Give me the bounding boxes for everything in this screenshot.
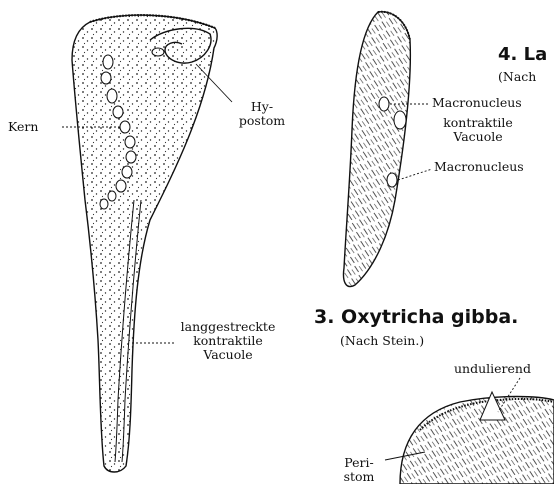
label-macronucleus-upper: Macronucleus [432,96,522,110]
label-macronucleus-lower: Macronucleus [434,160,524,174]
heading-oxytricha-gibba: 3. Oxytricha gibba. [314,306,518,328]
stentor-figure [62,15,232,472]
ciliate-figure-top [343,12,432,287]
label-peristom-line1: Peri- [336,456,382,470]
oxytricha-figure [385,378,554,484]
label-peristom: Peri- stom [336,456,382,484]
label-hypostom-line1: Hy- [232,100,292,114]
label-peristom-line2: stom [336,470,382,484]
source-figure-4-partial: (Nach [498,70,536,84]
label-kern: Kern [8,120,38,134]
heading-figure-4-partial: 4. La [498,44,547,65]
label-undulierend: undulierend [454,362,531,376]
label-hypostom: Hy- postom [232,100,292,128]
label-vacuole-line1: langgestreckte [172,320,284,334]
label-kontraktile-line2: Vacuole [432,130,524,144]
source-oxytricha-gibba: (Nach Stein.) [340,334,424,348]
label-hypostom-line2: postom [232,114,292,128]
label-kontraktile-vacuole: kontraktile Vacuole [432,116,524,144]
label-vacuole-line3: Vacuole [172,348,284,362]
label-vacuole-line2: kontraktile [172,334,284,348]
label-langgestreckte-vacuole: langgestreckte kontraktile Vacuole [172,320,284,362]
label-kontraktile-line1: kontraktile [432,116,524,130]
